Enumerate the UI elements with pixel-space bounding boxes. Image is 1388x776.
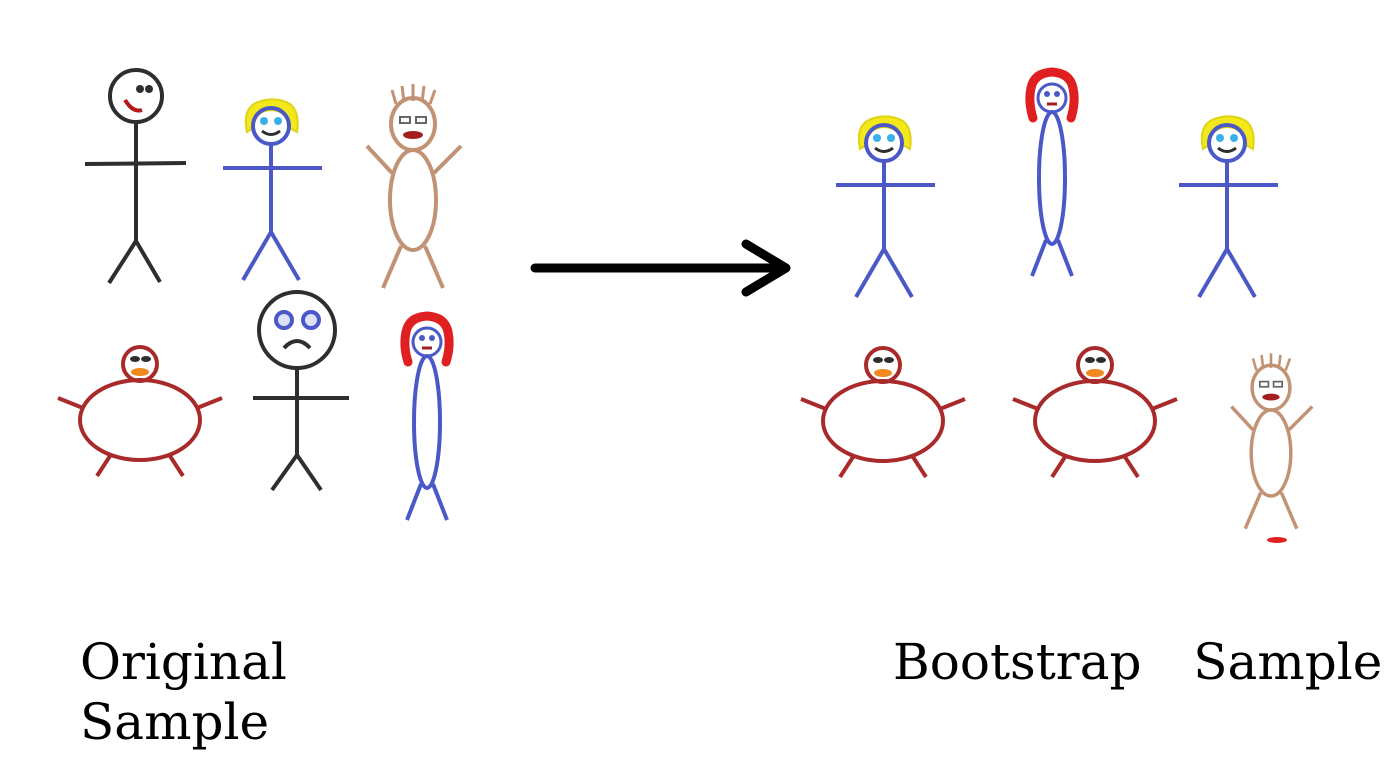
smiling-stick-figure: [83, 68, 188, 285]
redhead-figure: [1030, 72, 1074, 276]
original-label-line1: Original: [80, 633, 287, 691]
bootstrap-sample-group: [799, 72, 1315, 543]
sad-stick-figure: [251, 290, 351, 492]
blonde-stick-figure: [834, 114, 937, 299]
round-red-figure: [799, 346, 967, 479]
tan-oval-figure: [365, 82, 463, 290]
original-sample-label: Original Sample: [80, 632, 287, 752]
redhead-figure: [405, 316, 449, 520]
original-sample-group: [56, 68, 463, 520]
bootstrap-sample-label: Bootstrap Sample: [893, 633, 1383, 691]
red-mark: [1267, 537, 1287, 543]
round-red-figure: [1011, 346, 1179, 479]
round-red-figure: [56, 345, 224, 478]
original-label-line2: Sample: [80, 693, 270, 751]
blonde-stick-figure: [221, 97, 324, 282]
right-arrow-icon: [530, 239, 791, 297]
tan-oval-figure: [1229, 351, 1315, 531]
blonde-stick-figure: [1177, 114, 1280, 299]
